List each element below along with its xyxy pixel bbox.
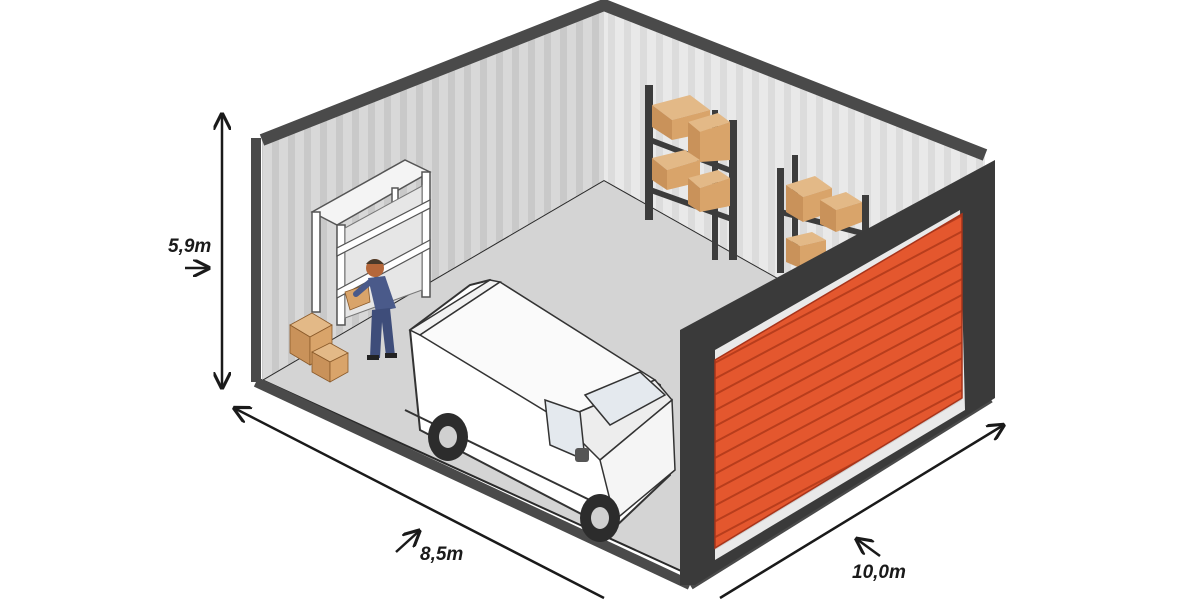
back-shelf-1 <box>645 85 737 260</box>
front-edge-left <box>253 377 693 590</box>
depth-pointer-icon <box>395 532 418 553</box>
depth-arrow-icon <box>236 409 605 600</box>
width-dimension-label: 10,0m <box>852 562 906 583</box>
wall-top-edge <box>259 0 988 161</box>
width-arrow-icon <box>719 426 1002 600</box>
height-dimension-label: 5,9m <box>168 236 212 257</box>
worker-figure <box>344 259 397 360</box>
depth-dimension-label: 8,5m <box>420 544 464 565</box>
back-shelf-2 <box>777 155 869 273</box>
floor-boxes <box>289 312 349 383</box>
roller-door <box>714 212 963 550</box>
white-van <box>404 278 676 542</box>
width-pointer-icon <box>858 540 881 558</box>
